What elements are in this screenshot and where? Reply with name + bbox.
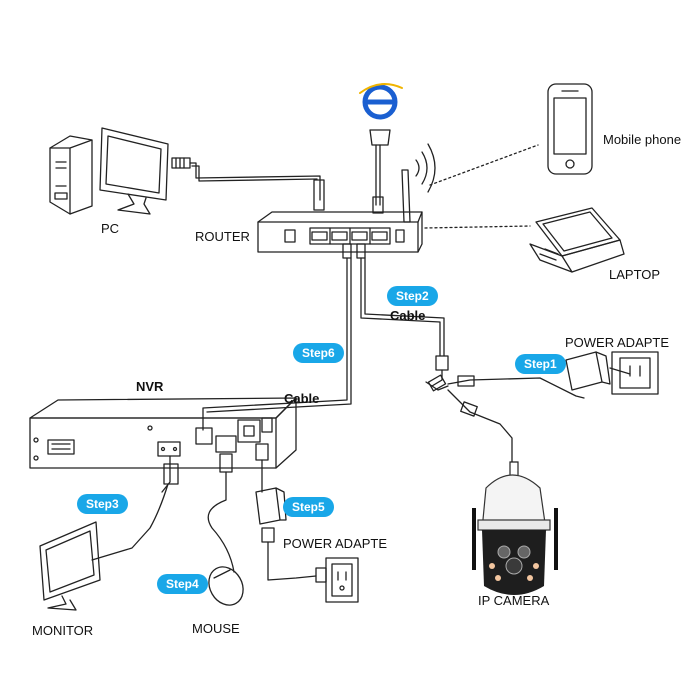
pc-label: PC bbox=[101, 221, 120, 236]
step2-badge: Step2 bbox=[387, 286, 438, 306]
monitor-device bbox=[39, 521, 101, 611]
nvr-device bbox=[29, 397, 297, 469]
camera-power-adapter bbox=[565, 351, 659, 395]
mouse-label: MOUSE bbox=[192, 621, 240, 636]
mobile-phone-device bbox=[547, 83, 593, 175]
ip-camera-label: IP CAMERA bbox=[478, 593, 550, 608]
router-label: ROUTER bbox=[195, 229, 250, 244]
router-device bbox=[257, 169, 423, 253]
pc-device bbox=[49, 127, 191, 215]
ip-camera-device bbox=[472, 461, 558, 595]
step4-badge: Step4 bbox=[157, 574, 208, 594]
laptop-device bbox=[529, 207, 625, 273]
step5-badge: Step5 bbox=[283, 497, 334, 517]
nvr-label: NVR bbox=[136, 379, 164, 394]
mobile-phone-label: Mobile phone bbox=[603, 132, 682, 147]
camera-power-adapter-label: POWER ADAPTE bbox=[565, 335, 670, 350]
nvr-cable-label: Cable bbox=[284, 391, 320, 406]
nvr-power-adapter bbox=[255, 487, 287, 543]
camera-cable-label: Cable bbox=[390, 308, 426, 323]
laptop-label: LAPTOP bbox=[609, 267, 661, 282]
monitor-label: MONITOR bbox=[32, 623, 94, 638]
step1-badge: Step1 bbox=[515, 354, 566, 374]
mouse-device bbox=[208, 566, 244, 606]
browser-e-icon bbox=[359, 83, 403, 120]
wifi-signal-icon bbox=[415, 143, 436, 193]
step3-badge: Step3 bbox=[77, 494, 128, 514]
step6-badge: Step6 bbox=[293, 343, 344, 363]
nvr-power-adapter-label: POWER ADAPTE bbox=[283, 536, 388, 551]
